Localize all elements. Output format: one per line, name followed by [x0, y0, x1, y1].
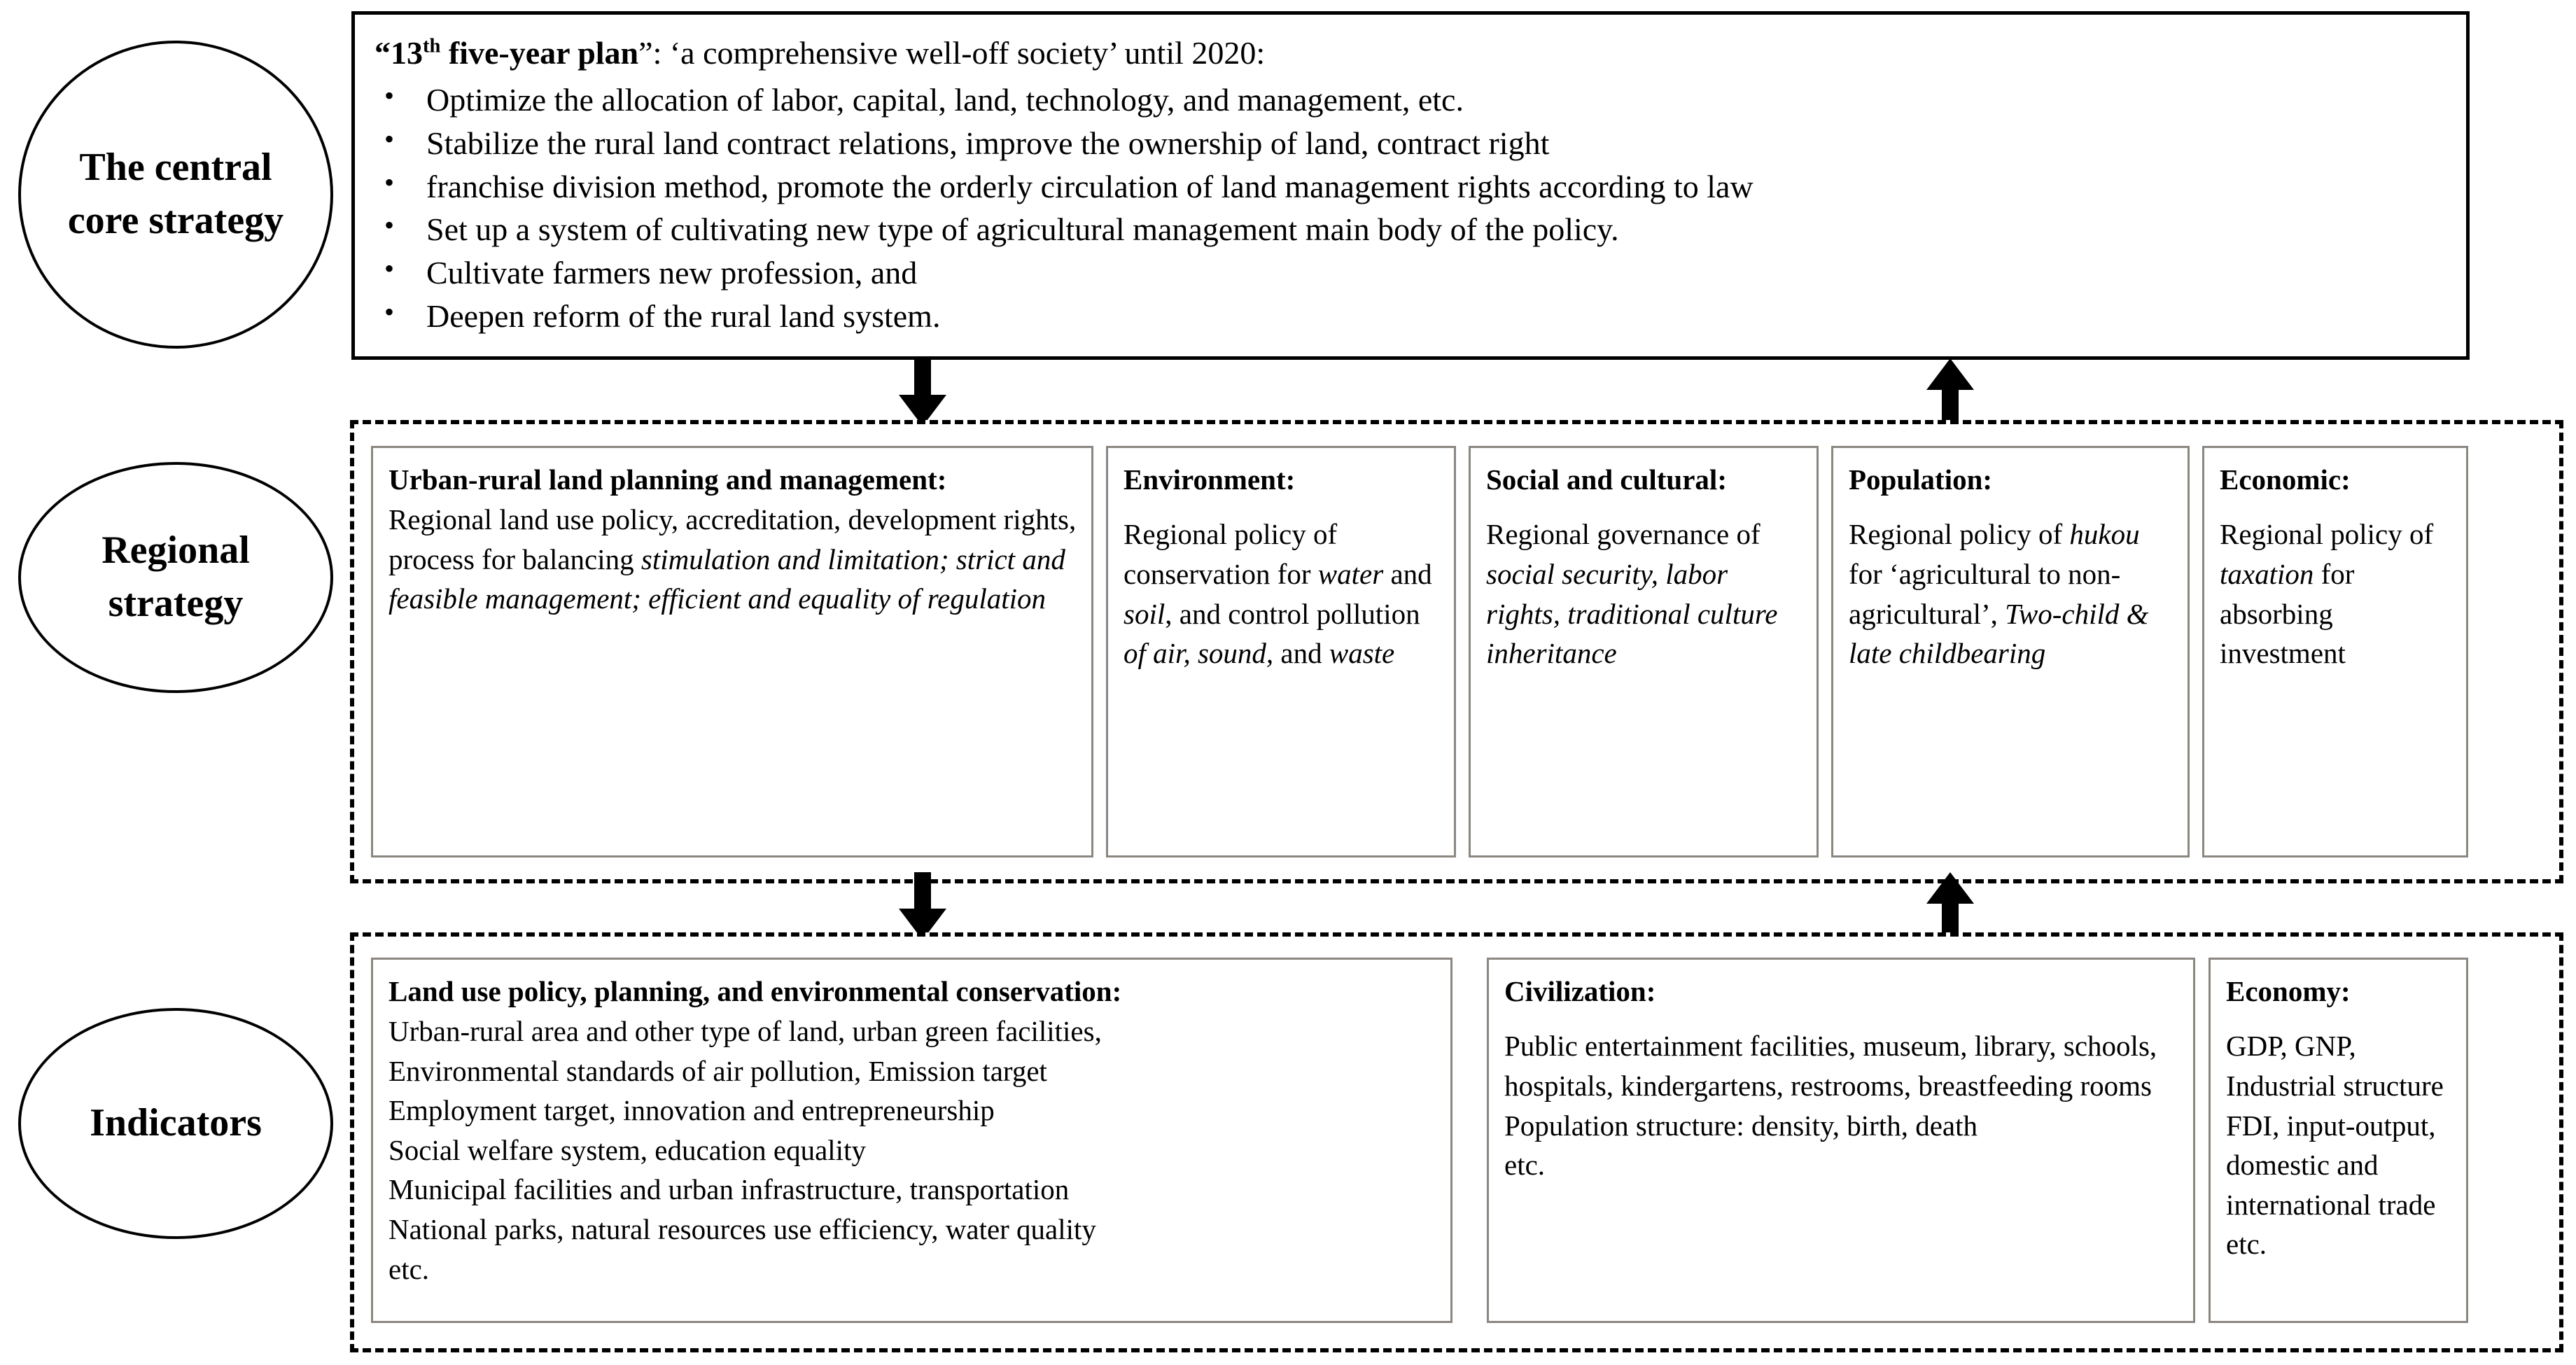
ellipse-regional-label-line1: Regional [102, 528, 250, 573]
indicators-box-civilization: Civilization: Public entertainment facil… [1487, 958, 2195, 1323]
box-line: Population structure: density, birth, de… [1504, 1109, 1977, 1142]
seg: Regional policy of [2220, 518, 2434, 551]
seg: and [1383, 558, 1432, 590]
box-line: National parks, natural resources use ef… [388, 1213, 1096, 1245]
box-line: Environmental standards of air pollution… [388, 1054, 1047, 1087]
seg: of air, sound, [1124, 637, 1274, 670]
list-item: Set up a system of cultivating new type … [373, 206, 2449, 251]
indicators-box-land-use-policy: Land use policy, planning, and environme… [371, 958, 1452, 1323]
box-title: Social and cultural: [1486, 463, 1727, 496]
ellipse-central-core-strategy: The central core strategy [18, 41, 333, 349]
box-line: Public entertainment facilities, museum,… [1504, 1011, 2179, 1105]
ellipse-regional-strategy: Regional strategy [18, 462, 333, 693]
box-line: Municipal facilities and urban infrastru… [388, 1173, 1070, 1206]
heading-rest: five-year plan [440, 35, 639, 71]
list-item: Optimize the allocation of labor, capita… [373, 77, 2449, 122]
regional-box-environment: Environment: Regional policy of conserva… [1106, 446, 1456, 858]
central-core-strategy-box: “13th five-year plan”: ‘a comprehensive … [351, 11, 2470, 360]
seg: soil [1124, 597, 1166, 630]
seg: , and control pollution [1165, 597, 1420, 630]
box-line: Social welfare system, education equalit… [388, 1133, 866, 1166]
ellipse-central-label-line2: core strategy [67, 199, 284, 242]
list-item: Deepen reform of the rural land system. [373, 293, 2449, 338]
box-line: FDI, input-output, domestic and internat… [2226, 1109, 2436, 1221]
box-title: Civilization: [1504, 975, 1656, 1007]
ellipse-regional-label-line2: strategy [108, 582, 244, 625]
regional-box-urban-rural-land-planning: Urban-rural land planning and management… [371, 446, 1093, 858]
box-body: Regional policy of conservation for wate… [1124, 500, 1440, 673]
seg: waste [1329, 637, 1395, 670]
arrow-up-icon [1925, 358, 1975, 427]
box-body: Regional governance of social security, … [1486, 500, 1802, 673]
five-year-plan-heading: “13th five-year plan”: ‘a comprehensive … [374, 33, 2449, 74]
box-title: Urban-rural land planning and management… [388, 463, 947, 496]
box-title: Environment: [1124, 463, 1296, 496]
arrow-up-icon [1925, 872, 1975, 941]
box-line-text: Public entertainment facilities, museum,… [1504, 1030, 2157, 1102]
seg: social security, labor rights, tradition… [1486, 558, 1778, 670]
heading-prefix: “13 [374, 35, 423, 71]
arrow-down-icon [897, 358, 948, 427]
list-item: Stabilize the rural land contract relati… [373, 120, 2449, 165]
box-line-text: GDP, GNP, [2226, 1030, 2356, 1063]
regional-box-economic: Economic: Regional policy of taxation fo… [2202, 446, 2468, 858]
ellipse-indicators-label: Indicators [90, 1101, 262, 1145]
regional-box-population: Population: Regional policy of hukou for… [1831, 446, 2190, 858]
ellipse-indicators: Indicators [18, 1008, 333, 1239]
box-line: etc. [2226, 1228, 2267, 1261]
seg: Regional policy of conservation for [1124, 518, 1338, 590]
box-title: Land use policy, planning, and environme… [388, 975, 1122, 1007]
box-line: Urban-rural area and other type of land,… [388, 1015, 1102, 1048]
box-line: etc. [1504, 1149, 1546, 1182]
arrow-down-icon [897, 872, 948, 941]
seg: hukou [2069, 518, 2140, 551]
box-title: Economic: [2220, 463, 2351, 496]
seg: for ‘agricultural to non-agricultural’, [1849, 558, 2121, 630]
box-line: GDP, GNP, [2226, 1011, 2452, 1066]
seg: and [1273, 637, 1329, 670]
box-body: Regional policy of taxation for absorbin… [2220, 500, 2452, 673]
central-strategy-bullet-list: Optimize the allocation of labor, capita… [373, 77, 2449, 338]
seg: for absorbing investment [2220, 558, 2355, 670]
list-item: Cultivate farmers new profession, and [373, 250, 2449, 295]
box-line: Industrial structure [2226, 1070, 2444, 1102]
heading-ordinal-suffix: th [423, 35, 441, 57]
seg: Two-child & late childbearing [1849, 597, 2149, 670]
heading-tail: ”: ‘a comprehensive well-off society’ un… [638, 35, 1266, 71]
seg: water [1317, 558, 1384, 590]
box-body: Regional policy of hukou for ‘agricultur… [1849, 500, 2174, 673]
indicators-box-economy: Economy: GDP, GNP, Industrial structure … [2208, 958, 2468, 1323]
box-body: Regional land use policy, accreditation,… [388, 500, 1077, 619]
list-item: franchise division method, promote the o… [373, 164, 2449, 209]
body-italic: stimulation and limitation; strict and f… [388, 542, 1065, 615]
body-plain: Regional land use policy, accreditation,… [388, 503, 1077, 575]
box-title: Economy: [2226, 975, 2351, 1007]
ellipse-central-label-line1: The central [79, 146, 272, 190]
box-line: Employment target, innovation and entrep… [388, 1094, 995, 1127]
seg: taxation [2220, 558, 2314, 590]
box-title: Population: [1849, 463, 1993, 496]
seg: Regional policy of [1849, 518, 2070, 551]
box-line: etc. [388, 1252, 430, 1285]
seg: Regional governance of [1486, 518, 1760, 551]
regional-box-social-and-cultural: Social and cultural: Regional governance… [1469, 446, 1819, 858]
